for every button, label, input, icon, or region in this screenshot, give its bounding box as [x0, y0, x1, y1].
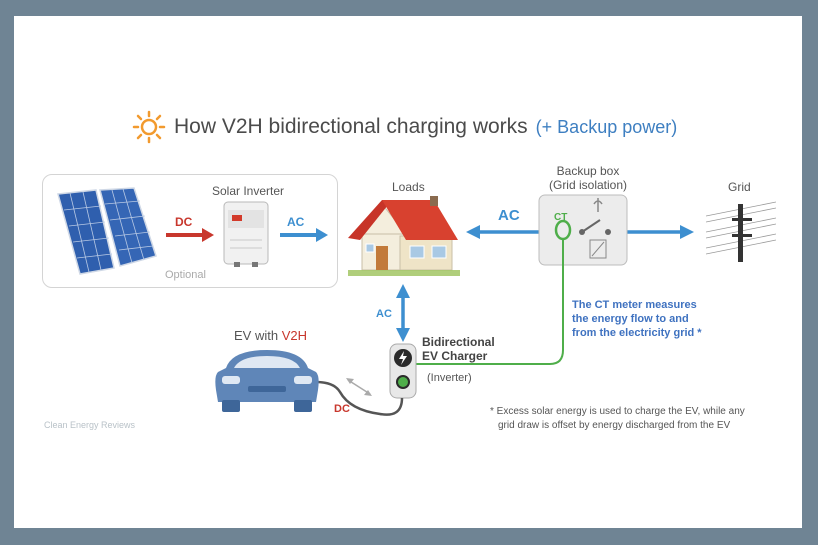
ct-note: The CT meter measures the energy flow to…	[572, 298, 732, 340]
charger-inverter-label: (Inverter)	[427, 372, 472, 384]
dc-arrow-solar	[166, 228, 214, 242]
backup-box-icon	[538, 194, 628, 266]
ev-car-icon	[215, 350, 319, 412]
grid-label: Grid	[728, 180, 751, 194]
backup-box-title: Backup box	[556, 164, 620, 178]
ct-note-line: from the electricity grid *	[572, 327, 702, 339]
diagram-title: How V2H bidirectional charging works	[174, 115, 528, 138]
backup-box-subtitle: (Grid isolation)	[548, 178, 628, 192]
grid-pylon-icon	[706, 201, 776, 262]
ct-label: CT	[554, 212, 568, 223]
house-icon	[348, 196, 460, 276]
footnote: * Excess solar energy is used to charge …	[490, 405, 790, 433]
dc-label-car: DC	[334, 403, 350, 415]
ac-label-solar: AC	[287, 215, 305, 229]
charger-label-line2: EV Charger	[422, 349, 488, 363]
footnote-line: * Excess solar energy is used to charge …	[490, 406, 745, 417]
ev-label: EV with V2H	[234, 328, 307, 343]
loads-label: Loads	[392, 180, 425, 194]
charger-label: Bidirectional EV Charger	[422, 335, 495, 363]
optional-label: Optional	[165, 269, 206, 281]
solar-panel-icon	[57, 187, 157, 275]
sun-icon	[132, 110, 166, 144]
dc-double-arrow	[346, 378, 372, 396]
charger-label-line1: Bidirectional	[422, 335, 495, 349]
charging-cable	[315, 380, 404, 416]
ct-wire	[400, 240, 564, 365]
ct-note-line: the energy flow to and	[572, 313, 689, 325]
ev-label-prefix: EV with	[234, 328, 282, 343]
footnote-line: grid draw is offset by energy discharged…	[498, 420, 731, 431]
solar-inverter-icon	[223, 201, 269, 267]
backup-box-label: Backup box (Grid isolation)	[540, 164, 636, 192]
diagram-subtitle: (+ Backup power)	[535, 116, 678, 137]
ac-arrow-solar	[280, 228, 328, 242]
ct-note-line: The CT meter measures	[572, 299, 697, 311]
ac-label-vertical: AC	[376, 308, 392, 320]
title-row: How V2H bidirectional charging works (+ …	[132, 110, 677, 144]
ac-arrow-vertical	[396, 284, 410, 342]
solar-inverter-label: Solar Inverter	[212, 184, 285, 198]
ev-label-v2h: V2H	[281, 328, 307, 343]
ac-label-house-grid: AC	[498, 207, 520, 224]
dc-label-solar: DC	[175, 215, 193, 229]
credit-label: Clean Energy Reviews	[44, 420, 136, 430]
